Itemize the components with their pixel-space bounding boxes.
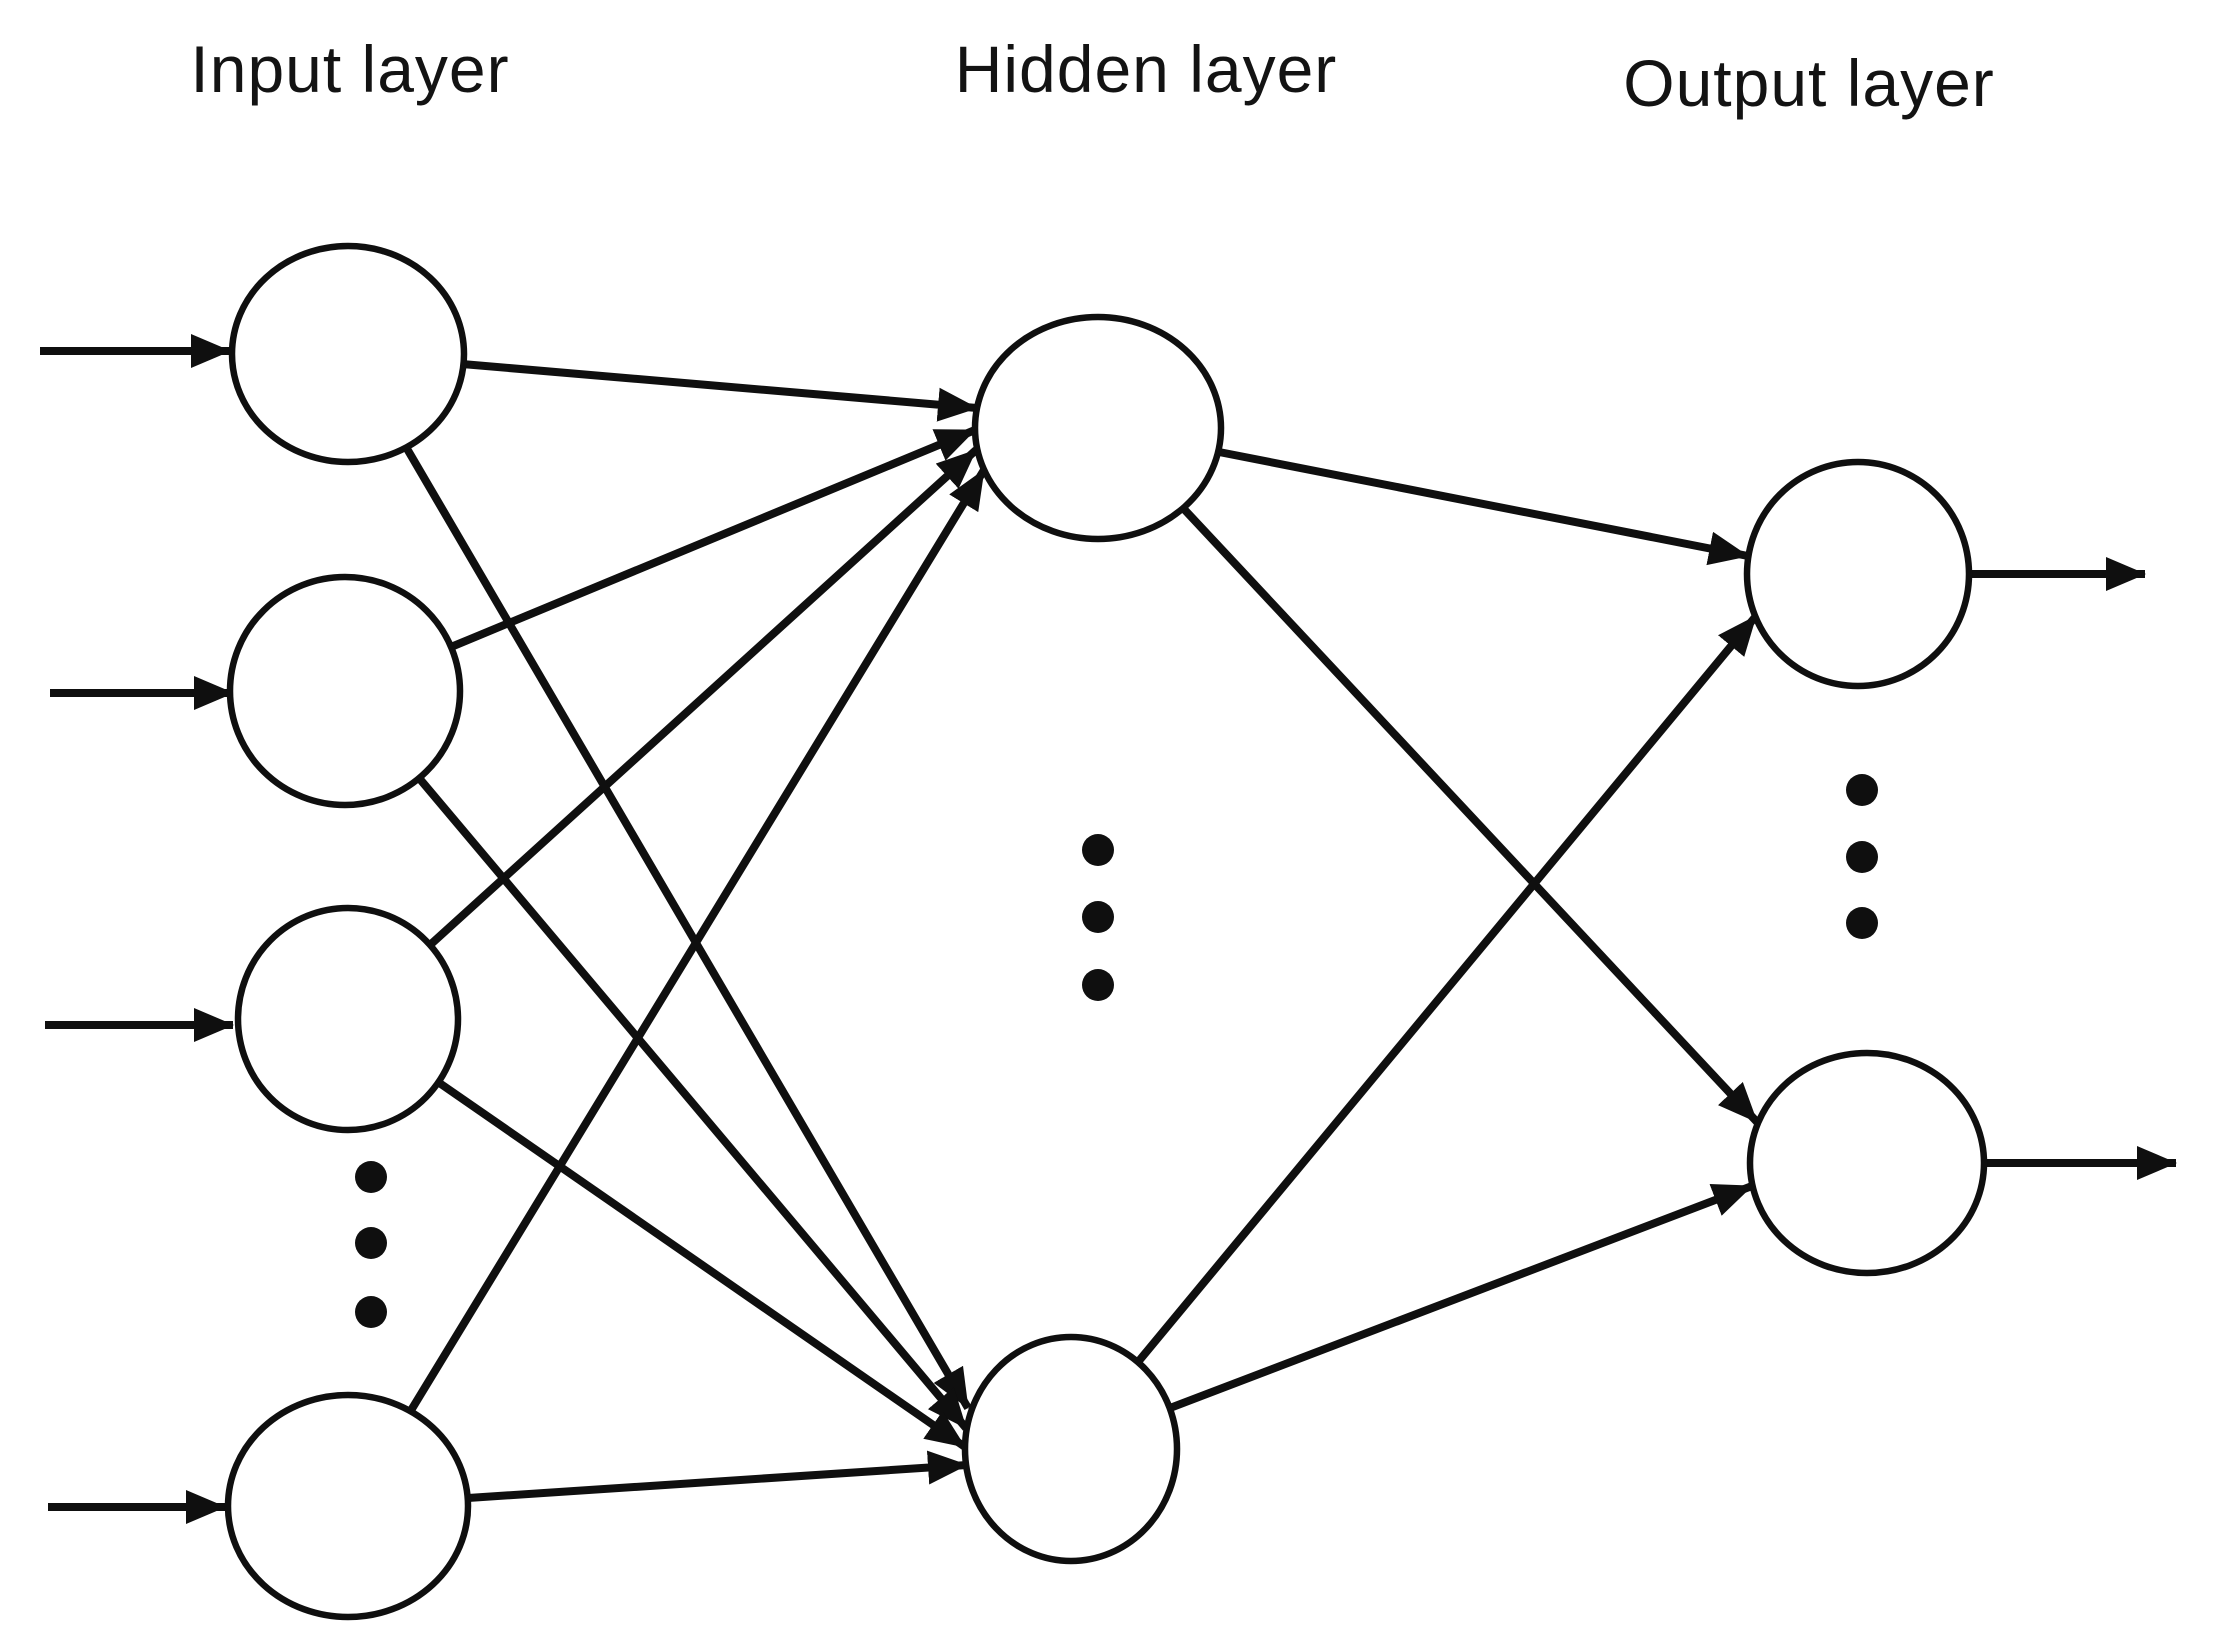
edge-input-1-to-hidden-1 bbox=[461, 360, 978, 422]
input-layer-label: Input layer bbox=[190, 32, 509, 106]
node-hidden-2 bbox=[961, 1333, 1181, 1565]
edge-input-3-to-hidden-2 bbox=[435, 1078, 968, 1451]
edge-input-2-to-hidden-2 bbox=[415, 775, 970, 1431]
input-ellipsis-dot-3 bbox=[355, 1296, 387, 1328]
edge-input-2-to-hidden-1 bbox=[449, 426, 977, 651]
output-ellipsis-dot-3 bbox=[1846, 907, 1878, 939]
edge-input-1-to-hidden-2 bbox=[402, 444, 972, 1411]
generated-diagram bbox=[40, 242, 2177, 1621]
edge-input-3-to-hidden-1 bbox=[427, 447, 979, 948]
output-ellipsis-dot-2 bbox=[1846, 841, 1878, 873]
hidden-ellipsis-dot-2 bbox=[1082, 901, 1114, 933]
node-output-2 bbox=[1746, 1049, 1988, 1277]
node-input-2 bbox=[226, 573, 464, 809]
node-hidden-1 bbox=[971, 313, 1225, 543]
edge-hidden-1-to-output-1 bbox=[1218, 448, 1749, 566]
node-input-3 bbox=[234, 904, 462, 1134]
edge-hidden-2-to-output-1 bbox=[1134, 613, 1760, 1365]
output-layer-label: Output layer bbox=[1623, 46, 1995, 120]
hidden-ellipsis-dot-1 bbox=[1082, 834, 1114, 866]
node-input-1 bbox=[228, 242, 468, 466]
edge-hidden-1-to-output-2 bbox=[1180, 505, 1760, 1125]
input-ellipsis-dot-1 bbox=[355, 1161, 387, 1193]
edge-input-4-to-hidden-2 bbox=[467, 1450, 968, 1502]
output-ellipsis-dot-1 bbox=[1846, 774, 1878, 806]
hidden-ellipsis-dot-3 bbox=[1082, 969, 1114, 1001]
input-ellipsis-dot-2 bbox=[355, 1227, 387, 1259]
node-output-1 bbox=[1743, 458, 1973, 690]
hidden-layer-label: Hidden layer bbox=[955, 32, 1338, 106]
edge-hidden-2-to-output-2 bbox=[1168, 1182, 1754, 1412]
node-input-4 bbox=[224, 1391, 472, 1621]
